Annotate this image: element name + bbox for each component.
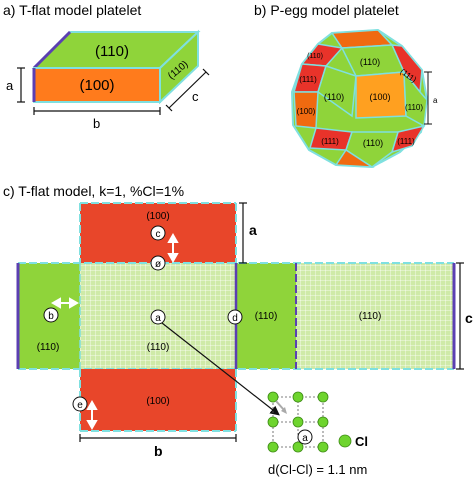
- pegg-label-4: (100): [297, 107, 316, 116]
- dim-c-label: c: [192, 89, 199, 104]
- distance-label: d(Cl-Cl) = 1.1 nm: [268, 462, 367, 477]
- panel-c: c) T-flat model, k=1, %Cl=1% (100) (110)…: [3, 183, 473, 477]
- top-face-label: (110): [95, 43, 129, 60]
- net-left-label: (110): [37, 342, 60, 353]
- marker-b: b: [43, 307, 59, 323]
- marker-e: e: [72, 396, 88, 412]
- inset-pointer-arrow: [161, 322, 280, 416]
- net-right-label: (110): [359, 311, 382, 322]
- svg-text:d: d: [232, 313, 238, 324]
- marker-empty: ø: [150, 255, 166, 271]
- arrows-white: [50, 232, 179, 431]
- panel-a: a) T-flat model platelet (110) (100) (11…: [3, 2, 210, 131]
- svg-text:ø: ø: [155, 259, 161, 270]
- cl-legend-dot: [338, 434, 352, 448]
- pegg-label-8: (111): [321, 137, 339, 146]
- marker-a: a: [150, 309, 166, 325]
- pegg-dim-a-label: a: [433, 96, 438, 105]
- front-face-100: [33, 67, 161, 103]
- net-right-face: [296, 263, 454, 369]
- side-face-110: [159, 29, 199, 105]
- pegg-label-0: (110): [360, 57, 380, 67]
- panel-c-title: c) T-flat model, k=1, %Cl=1%: [3, 183, 184, 199]
- net-dim-b-label: b: [154, 443, 163, 459]
- net-center-label: (110): [147, 342, 170, 353]
- pegg-label-10: (110): [307, 53, 323, 60]
- svg-text:c: c: [156, 229, 161, 240]
- svg-text:b: b: [48, 311, 54, 322]
- pegg-label-6: (111): [299, 75, 317, 84]
- dim-a-label: a: [6, 78, 14, 93]
- pegg-label-5: (110): [363, 138, 383, 148]
- purple-edge: [32, 30, 72, 70]
- panel-b: b) P-egg model platelet (110) (100) (110…: [254, 2, 438, 169]
- dim-c-line: [168, 71, 207, 109]
- pegg-label-2: (110): [324, 92, 344, 102]
- net-bottom-label: (100): [146, 396, 169, 407]
- face-100-bottom: [334, 148, 375, 168]
- net-dim-c-label: c: [465, 310, 473, 326]
- face-110-right: [403, 69, 428, 128]
- panel-b-title: b) P-egg model platelet: [254, 2, 399, 18]
- marker-c: c: [150, 225, 166, 241]
- net-mid-right-face: [236, 263, 296, 369]
- cl-legend-label: Cl: [355, 434, 368, 449]
- dim-b-label: b: [93, 116, 100, 131]
- pegg-label-9: (111): [397, 137, 415, 146]
- marker-d: d: [227, 309, 243, 325]
- pegg-label-3: (110): [405, 103, 423, 112]
- svg-text:a: a: [155, 313, 161, 324]
- inset-marker-label: a: [302, 433, 308, 444]
- net-dim-a-label: a: [249, 222, 257, 238]
- net-mid-right-label: (110): [255, 311, 278, 322]
- inset-lattice: a: [267, 391, 329, 453]
- svg-text:e: e: [77, 400, 83, 411]
- panel-a-title: a) T-flat model platelet: [3, 2, 141, 18]
- net-top-label: (100): [146, 211, 169, 222]
- pegg-label-1: (100): [369, 92, 390, 102]
- inset-grey-arrow: [275, 400, 285, 411]
- front-face-label: (100): [79, 77, 114, 94]
- face-110-left: [317, 65, 357, 118]
- inset-marker-circle: [297, 429, 313, 445]
- net-bottom-face: [80, 369, 236, 431]
